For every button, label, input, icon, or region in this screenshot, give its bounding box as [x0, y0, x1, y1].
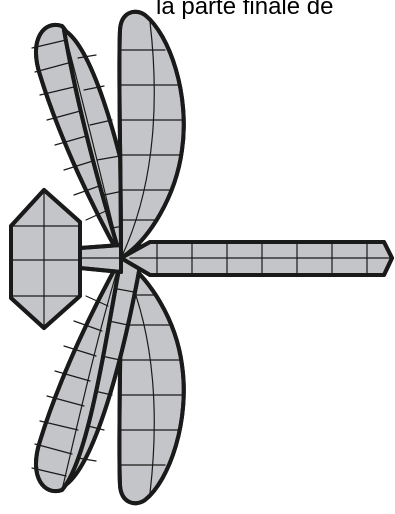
abdomen: [121, 242, 392, 275]
head: [11, 190, 80, 328]
upper-long-wing: [119, 12, 183, 258]
upper-long-wing-outline: [119, 12, 183, 258]
thorax: [80, 245, 121, 272]
